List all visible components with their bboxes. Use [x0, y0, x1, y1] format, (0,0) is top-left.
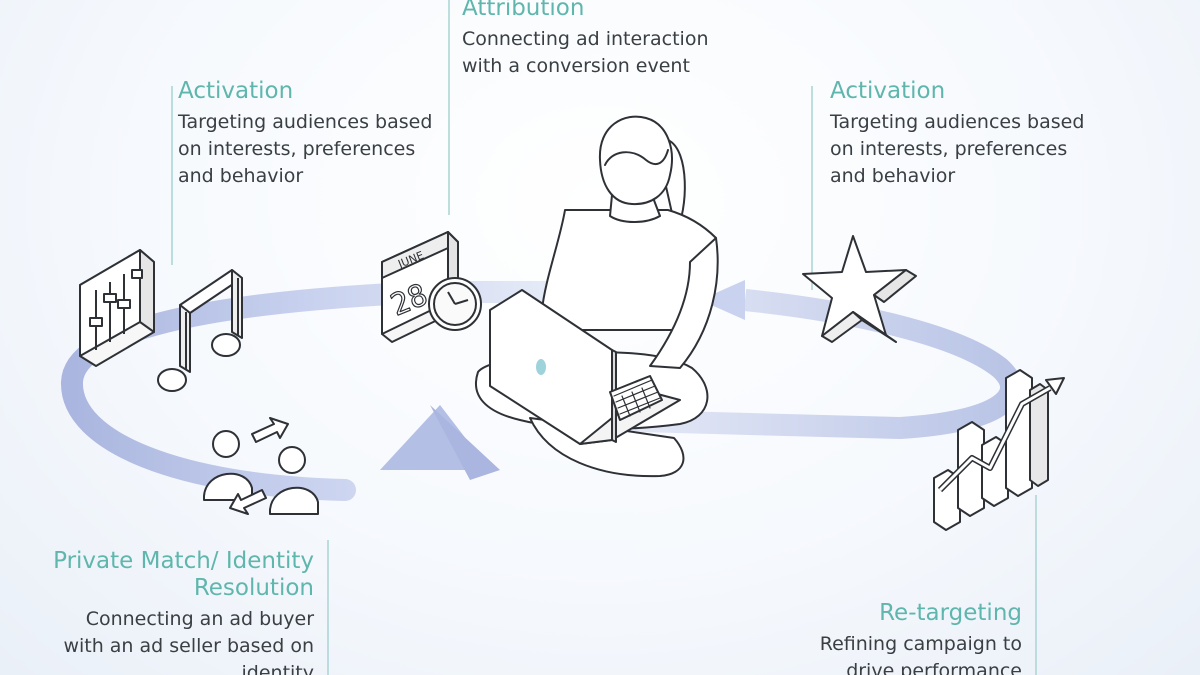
private-match-desc-line: with an ad seller based on [63, 635, 314, 657]
laptop-keyboard [613, 379, 661, 417]
activation-right-title: Activation [830, 78, 946, 104]
activation-left-desc-line: on interests, preferences [178, 138, 416, 160]
private-match-title: Private Match/ Identity Resolution [53, 548, 314, 602]
stage-private-match: Private Match/ Identity Resolution Conne… [53, 548, 314, 675]
attribution-desc-line: with a conversion event [462, 55, 690, 77]
bar-chart-trend-icon [933, 369, 1065, 531]
private-match-desc-line: identity [241, 662, 315, 675]
attribution-desc-line: Connecting ad interaction [462, 28, 709, 50]
woman-with-laptop-illustration [475, 115, 719, 478]
activation-right-desc-line: on interests, preferences [830, 138, 1068, 160]
retargeting-title: Re-targeting [879, 600, 1022, 626]
activation-left-title: Activation [178, 78, 294, 104]
cycle-arrowhead-top [700, 280, 745, 320]
retargeting-desc-line: Refining campaign to [819, 633, 1022, 655]
private-match-title-line: Private Match/ Identity [53, 548, 314, 574]
activation-right-desc-line: and behavior [830, 165, 956, 187]
stage-activation-left: Activation Targeting audiences based on … [178, 78, 432, 190]
music-note-icon [157, 269, 243, 392]
activation-left-desc: Targeting audiences based on interests, … [178, 109, 432, 190]
attribution-desc: Connecting ad interaction with a convers… [462, 26, 708, 80]
stage-activation-right: Activation Targeting audiences based on … [830, 78, 1084, 190]
private-match-title-line: Resolution [193, 575, 314, 601]
star-icon [802, 235, 917, 343]
user-exchange-icon [203, 417, 319, 515]
equalizer-icon [79, 249, 155, 367]
stage-retargeting: Re-targeting Refining campaign to drive … [820, 600, 1022, 675]
laptop-logo [536, 359, 546, 375]
private-match-desc: Connecting an ad buyer with an ad seller… [53, 606, 314, 675]
retargeting-desc-line: drive performance [846, 660, 1022, 675]
activation-right-desc: Targeting audiences based on interests, … [830, 109, 1084, 190]
private-match-desc-line: Connecting an ad buyer [85, 608, 314, 630]
attribution-title: Attribution [462, 0, 585, 21]
activation-left-desc-line: and behavior [178, 165, 304, 187]
leader-lines [171, 0, 1037, 675]
calendar-clock-icon: JUNE 28 [381, 231, 482, 343]
stage-attribution: Attribution Connecting ad interaction wi… [462, 0, 708, 80]
retargeting-desc: Refining campaign to drive performance [820, 631, 1022, 675]
activation-left-desc-line: Targeting audiences based [178, 111, 433, 133]
activation-right-desc-line: Targeting audiences based [830, 111, 1085, 133]
